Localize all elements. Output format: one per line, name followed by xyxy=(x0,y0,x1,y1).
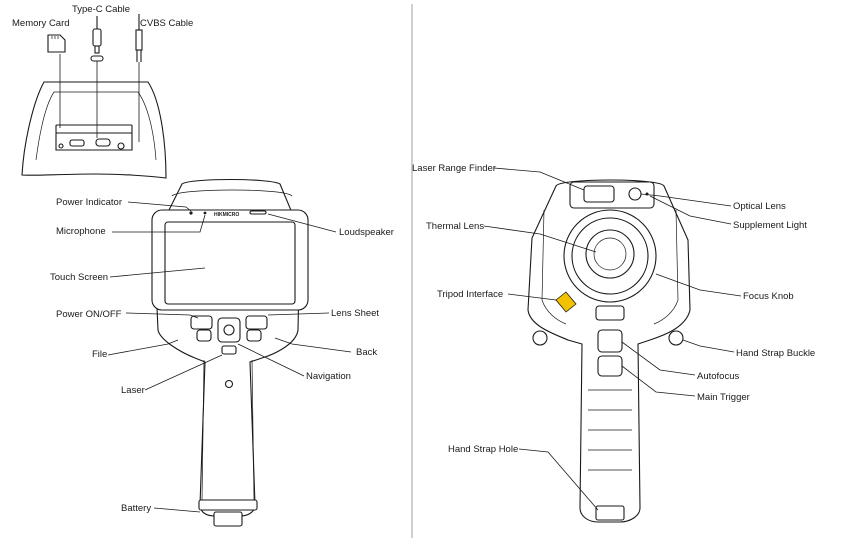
microphone-hole xyxy=(203,211,207,215)
type-c-cable-icon xyxy=(90,16,104,62)
loudspeaker-grille xyxy=(249,210,267,215)
label-hand-strap-buckle: Hand Strap Buckle xyxy=(736,348,815,359)
hand-strap-buckle-left xyxy=(532,330,548,346)
label-power-on-off: Power ON/OFF xyxy=(56,309,122,320)
main-trigger xyxy=(597,355,623,377)
label-optical-lens: Optical Lens xyxy=(733,201,786,212)
file-button xyxy=(196,329,212,342)
thermal-lens-glass xyxy=(585,229,635,279)
camera-front-body: HIKMICRO xyxy=(151,178,309,527)
brand-mark: HIKMICRO xyxy=(214,212,239,218)
label-battery: Battery xyxy=(121,503,151,514)
back-button xyxy=(246,329,262,342)
front-leader-lines xyxy=(107,201,352,513)
label-power-indicator: Power Indicator xyxy=(56,197,122,208)
camera-rear-body xyxy=(527,179,691,523)
dock-cover xyxy=(21,81,167,179)
label-type-c-cable: Type-C Cable xyxy=(72,4,130,15)
label-back: Back xyxy=(356,347,377,358)
label-lens-sheet: Lens Sheet xyxy=(331,308,379,319)
power-on-off-button xyxy=(190,315,213,330)
rear-leader-lines xyxy=(483,167,742,511)
power-indicator-led xyxy=(189,211,193,215)
lens-sheet-button xyxy=(245,315,268,330)
label-thermal-lens: Thermal Lens xyxy=(426,221,484,232)
battery-cap xyxy=(198,499,258,511)
label-file: File xyxy=(92,349,107,360)
label-focus-knob: Focus Knob xyxy=(743,291,794,302)
hand-strap-buckle-right xyxy=(668,330,684,346)
cvbs-cable-icon xyxy=(135,14,143,62)
autofocus-button xyxy=(597,329,623,353)
label-navigation: Navigation xyxy=(306,371,351,382)
touch-screen xyxy=(164,221,296,305)
label-microphone: Microphone xyxy=(56,226,106,237)
laser-button xyxy=(221,345,237,355)
label-cvbs-cable: CVBS Cable xyxy=(140,18,193,29)
hand-strap-hole xyxy=(595,505,625,521)
label-hand-strap-hole: Hand Strap Hole xyxy=(448,444,518,455)
label-tripod-interface: Tripod Interface xyxy=(437,289,503,300)
label-loudspeaker: Loudspeaker xyxy=(339,227,394,238)
label-supplement-light: Supplement Light xyxy=(733,220,807,231)
memory-card-icon xyxy=(47,34,66,53)
label-memory-card: Memory Card xyxy=(12,18,70,29)
label-laser: Laser xyxy=(121,385,145,396)
label-main-trigger: Main Trigger xyxy=(697,392,750,403)
optical-lens-window xyxy=(628,187,642,201)
label-autofocus: Autofocus xyxy=(697,371,739,382)
label-touch-screen: Touch Screen xyxy=(50,272,108,283)
label-laser-range-finder: Laser Range Finder xyxy=(412,163,496,174)
tripod-interface-highlight xyxy=(555,291,577,313)
